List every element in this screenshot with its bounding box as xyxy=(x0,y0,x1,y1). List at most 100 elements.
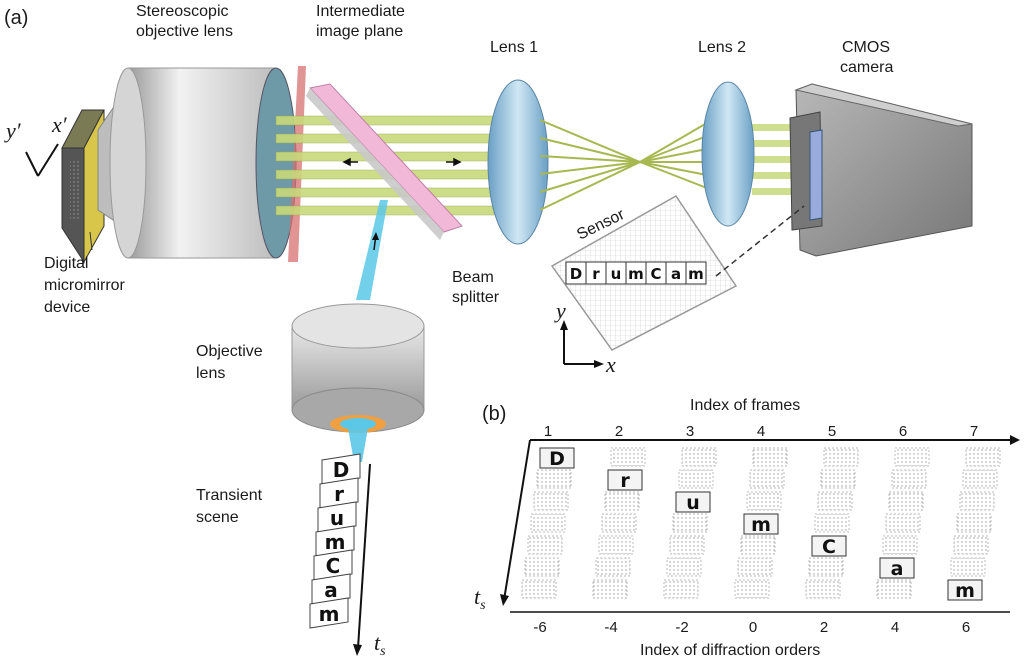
sensor-letter-box xyxy=(685,261,707,285)
scene-letter: m xyxy=(325,530,346,554)
green-beam-ray xyxy=(275,187,495,198)
grid-frame xyxy=(808,557,844,577)
sensor-letter: m xyxy=(628,265,644,283)
scene-label-2: scene xyxy=(196,509,239,526)
grid-frame xyxy=(888,491,924,511)
grid-frame xyxy=(885,513,921,533)
dmd-label-3: device xyxy=(44,299,90,316)
order-index-label: 4 xyxy=(891,619,899,636)
focus-ray xyxy=(539,161,641,211)
scene-frame xyxy=(309,597,349,629)
grid-frame xyxy=(882,535,918,555)
sensor-axes xyxy=(563,324,600,365)
sensor-letter: D xyxy=(570,265,582,283)
sensor-link-dashed xyxy=(715,205,805,277)
scene-letter: m xyxy=(319,602,340,626)
frame-index-label: 4 xyxy=(757,423,765,440)
axis-y: y xyxy=(554,298,566,323)
frame-index-label: 3 xyxy=(686,423,694,440)
objective-lens xyxy=(291,303,425,433)
grid-frame xyxy=(533,491,569,511)
lens1-label: Lens 1 xyxy=(490,39,538,56)
splitter-label-2: splitter xyxy=(452,289,500,306)
scene-letter: a xyxy=(324,578,338,602)
scene-frame xyxy=(313,549,353,581)
grid-frame xyxy=(737,557,773,577)
bottom-axis-title: Index of diffraction orders xyxy=(640,642,820,659)
panel-a-tag: (a) xyxy=(4,7,28,29)
focus-ray xyxy=(539,161,641,175)
grid-frame xyxy=(814,513,850,533)
lens-2 xyxy=(701,81,755,227)
panel-b-tag: (b) xyxy=(482,403,506,425)
grid-frame xyxy=(823,447,859,467)
dmd-label-2: micromirror xyxy=(44,277,126,294)
grid-frame xyxy=(678,469,714,489)
highlight-letter: r xyxy=(620,470,630,492)
grid-frame xyxy=(598,535,634,555)
grid-frame xyxy=(521,579,557,599)
axis-x-prime: x′ xyxy=(51,112,68,137)
grid-frame xyxy=(953,535,989,555)
grid-frame xyxy=(746,491,782,511)
frame-index-label: 7 xyxy=(970,423,978,440)
frame-index-label: 6 xyxy=(899,423,907,440)
grid-frame xyxy=(734,579,770,599)
highlight-frame xyxy=(743,513,779,535)
axis-x: x xyxy=(605,352,616,377)
highlight-letter: a xyxy=(891,558,904,580)
grid-frame xyxy=(820,469,856,489)
highlight-frame xyxy=(675,491,711,513)
sensor-letter: r xyxy=(592,265,600,283)
frame-index-label: 1 xyxy=(544,423,552,440)
highlight-letter: D xyxy=(549,448,565,470)
grid-frame xyxy=(601,513,637,533)
stereoscopic-objective xyxy=(97,67,297,259)
highlight-letter: u xyxy=(686,492,700,514)
scene-label-1: Transient xyxy=(196,487,263,504)
camera-label-1: CMOS xyxy=(842,39,890,56)
order-index-label: 0 xyxy=(749,619,757,636)
grid-frame xyxy=(965,447,1001,467)
grid-frame xyxy=(666,557,702,577)
ts-axis-b xyxy=(503,439,531,601)
grid-frame xyxy=(805,579,841,599)
grid-frame xyxy=(530,513,566,533)
collimated-ray xyxy=(752,140,802,147)
lens-1 xyxy=(487,79,549,245)
scene-axis-ts: ts xyxy=(374,630,386,659)
grid-frame xyxy=(894,447,930,467)
scene-frame xyxy=(321,453,361,485)
focus-ray xyxy=(539,119,641,163)
beam-direction-arrows xyxy=(342,157,462,167)
intermediate-label-2: image plane xyxy=(316,23,403,40)
order-index-label: -6 xyxy=(533,619,546,636)
grid-frame xyxy=(610,447,646,467)
intermediate-label-1: Intermediate xyxy=(316,3,405,20)
grid-frame xyxy=(891,469,927,489)
b-axis-ts: ts xyxy=(474,584,486,613)
scene-frame xyxy=(317,501,357,533)
objective2-label-1: Objective xyxy=(196,343,263,360)
scene-frame xyxy=(315,525,355,557)
grid-frame xyxy=(956,513,992,533)
lens2-label: Lens 2 xyxy=(698,39,746,56)
scene-time-axis xyxy=(357,463,371,649)
camera-label-2: camera xyxy=(840,59,893,76)
order-index-label: 6 xyxy=(962,619,970,636)
highlight-frame xyxy=(539,447,575,469)
scene-letter: C xyxy=(326,554,341,578)
diverge-ray xyxy=(639,133,713,163)
dmd-label-1: Digital xyxy=(44,255,88,272)
frame-index-label: 5 xyxy=(828,423,836,440)
diverge-ray xyxy=(639,147,713,163)
grid-frame xyxy=(962,469,998,489)
grid-frame xyxy=(740,535,776,555)
blue-beam xyxy=(356,200,388,300)
axis-y-prime: y′ xyxy=(4,118,22,143)
